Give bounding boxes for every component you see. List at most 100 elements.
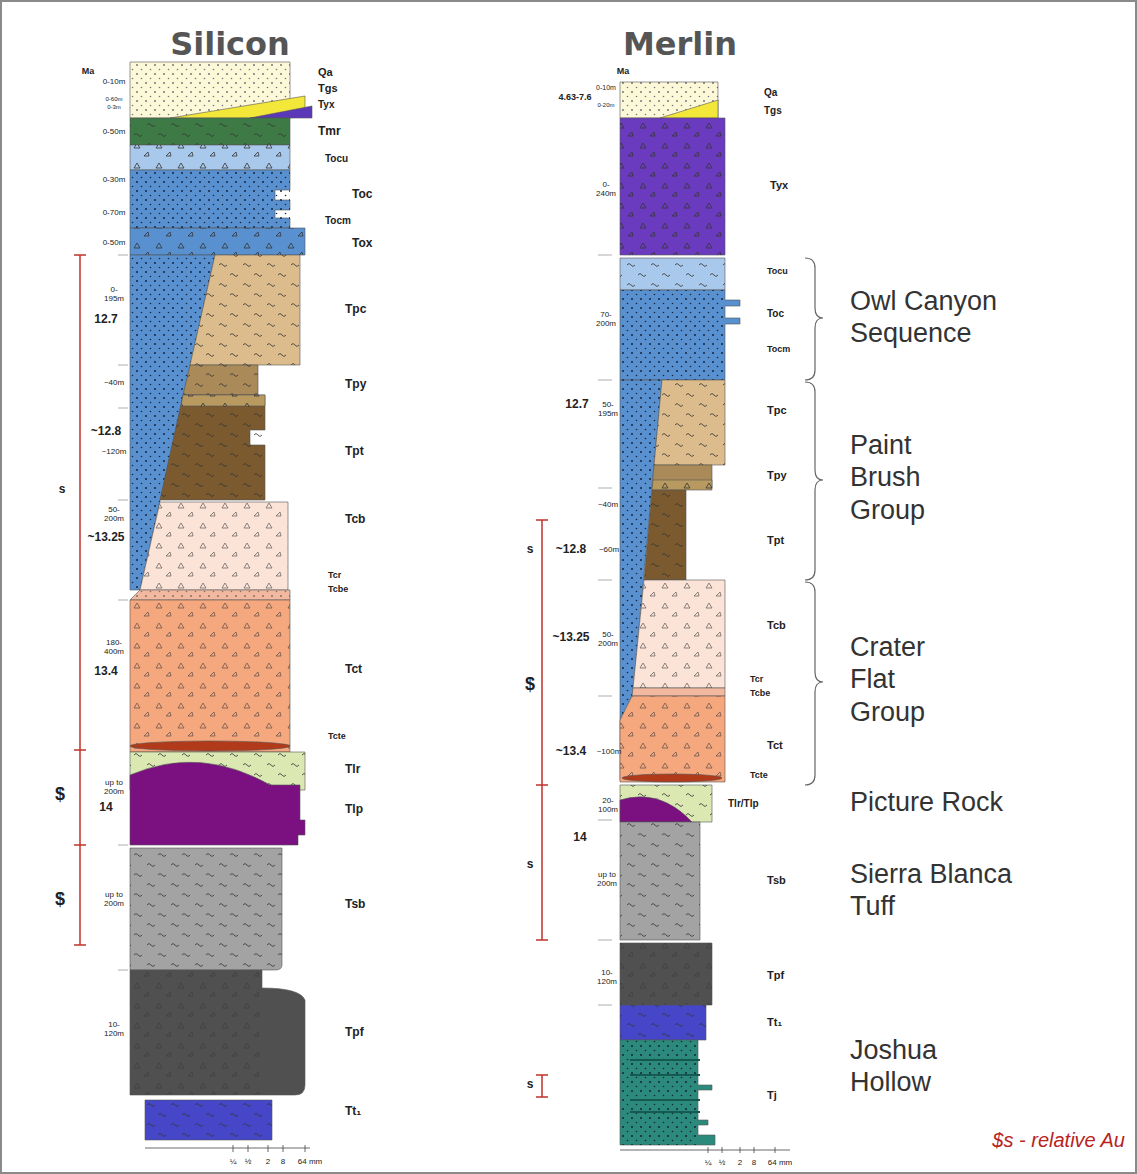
thickness-label: 0- 195m [103, 286, 125, 304]
group-name: Picture Rock [850, 786, 1003, 818]
group-name: Joshua Hollow [850, 1034, 960, 1099]
age-label: 14 [573, 831, 586, 844]
unit-label: Tt₁ [345, 1105, 361, 1118]
unit-label: Tcr [328, 571, 341, 581]
thickness-label: 50- 200m [103, 506, 125, 524]
unit-label: Qa [764, 87, 777, 98]
unit-label: Tcte [750, 771, 768, 781]
unit-label: Tcte [328, 732, 346, 742]
thickness-label: 0-70m [103, 209, 126, 218]
scale-label: 8 [281, 1158, 285, 1167]
thickness-label: 0- 240m [595, 181, 617, 199]
unit-label: Tct [767, 739, 783, 751]
thickness-label: ~60m [599, 546, 619, 555]
group-name: Paint Brush Group [850, 429, 950, 526]
age-label: 4.63-7.6 [558, 93, 591, 103]
unit-label: Tox [352, 237, 372, 250]
legend-note: $s - relative Au [992, 1129, 1125, 1151]
unit-label: Tocm [325, 215, 351, 226]
unit-label: Tpy [767, 469, 787, 481]
scale-label: 8 [752, 1159, 756, 1168]
unit-label: Toc [767, 308, 784, 319]
unit-label: Tmr [318, 125, 341, 138]
unit-label: Tcr [750, 675, 763, 685]
merlin-column [620, 82, 740, 1145]
unit-label: Tlr/Tlp [728, 798, 759, 809]
thickness-label: up to 200m [100, 779, 128, 797]
age-label: 12.7 [565, 398, 588, 411]
group-name: Sierra Blanca Tuff [850, 858, 1015, 923]
gold-range-bars [74, 255, 548, 1097]
unit-label: Tpt [767, 534, 784, 546]
scale-label: 2 [738, 1159, 742, 1168]
unit-label: Qa [318, 66, 333, 78]
silicon-column [130, 62, 312, 1140]
grain-scale [145, 1145, 790, 1153]
unit-label: Tpc [345, 303, 366, 316]
thickness-label: 0-10m [103, 78, 126, 87]
thickness-label: 0-10m [596, 84, 616, 92]
scale-label: ½ [245, 1158, 252, 1167]
unit-label: Tcbe [750, 689, 770, 699]
scale-label: 64 mm [768, 1159, 792, 1168]
unit-label: Tpf [345, 1026, 364, 1039]
unit-label: Tocu [767, 267, 788, 277]
gold-marker: $ [525, 675, 535, 695]
unit-label: Tcbe [328, 585, 348, 595]
unit-label: Tlp [345, 803, 363, 816]
column-title: Merlin [623, 27, 737, 62]
thickness-label: 0-50m [103, 239, 126, 248]
age-label: ~13.25 [87, 531, 124, 544]
age-unit: Ma [617, 67, 630, 77]
unit-label: Tpy [345, 378, 366, 391]
unit-label: Tt₁ [767, 1016, 782, 1028]
scale-label: ¼ [230, 1158, 237, 1167]
unit-label: Tlr [345, 763, 360, 776]
thickness-label: up to 200m [100, 891, 128, 909]
gold-marker: s [59, 483, 66, 496]
boundary-ticks [118, 255, 612, 1005]
thickness-label: ~120m [102, 448, 127, 457]
unit-label: Tsb [345, 898, 365, 911]
unit-label: Tcb [767, 619, 786, 631]
unit-label: Tocu [325, 153, 348, 164]
thickness-label: 50- 200m [597, 631, 619, 649]
unit-label: Tj [767, 1089, 777, 1101]
scale-label: 64 mm [298, 1158, 322, 1167]
unit-label: Tct [345, 663, 362, 676]
unit-label: Toc [352, 188, 372, 201]
unit-label: Tgs [318, 82, 338, 94]
gold-marker: $ [55, 785, 65, 805]
unit-label: Tocm [767, 345, 790, 355]
thickness-label: 20- 100m [597, 797, 619, 815]
thickness-label: 0-20m [597, 102, 614, 109]
gold-marker: $ [55, 890, 65, 910]
unit-label: Tpc [767, 404, 787, 416]
unit-label: Tgs [764, 105, 782, 116]
gold-marker: s [527, 543, 534, 556]
thickness-label: 70- 200m [595, 311, 617, 329]
column-title: Silicon [170, 27, 290, 62]
unit-label: Tpf [767, 969, 784, 981]
group-name: Owl Canyon Sequence [850, 285, 1020, 350]
thickness-label: 0-30m [103, 176, 126, 185]
age-label: ~13.25 [552, 631, 589, 644]
group-name: Crater Flat Group [850, 631, 950, 728]
age-label: 13.4 [94, 665, 117, 678]
unit-label: Tyx [318, 99, 335, 110]
age-unit: Ma [82, 67, 95, 77]
age-label: ~12.8 [556, 543, 586, 556]
scale-label: 2 [266, 1158, 270, 1167]
gold-marker: s [527, 858, 534, 871]
thickness-label: ~40m [104, 379, 124, 388]
unit-label: Tyx [770, 179, 788, 191]
age-label: ~13.4 [556, 745, 586, 758]
unit-label: Tsb [767, 874, 786, 886]
unit-label: Tpt [345, 445, 364, 458]
gold-marker: s [527, 1078, 534, 1091]
thickness-label: 10- 120m [103, 1021, 125, 1039]
thickness-label: 0-3m [107, 104, 121, 111]
